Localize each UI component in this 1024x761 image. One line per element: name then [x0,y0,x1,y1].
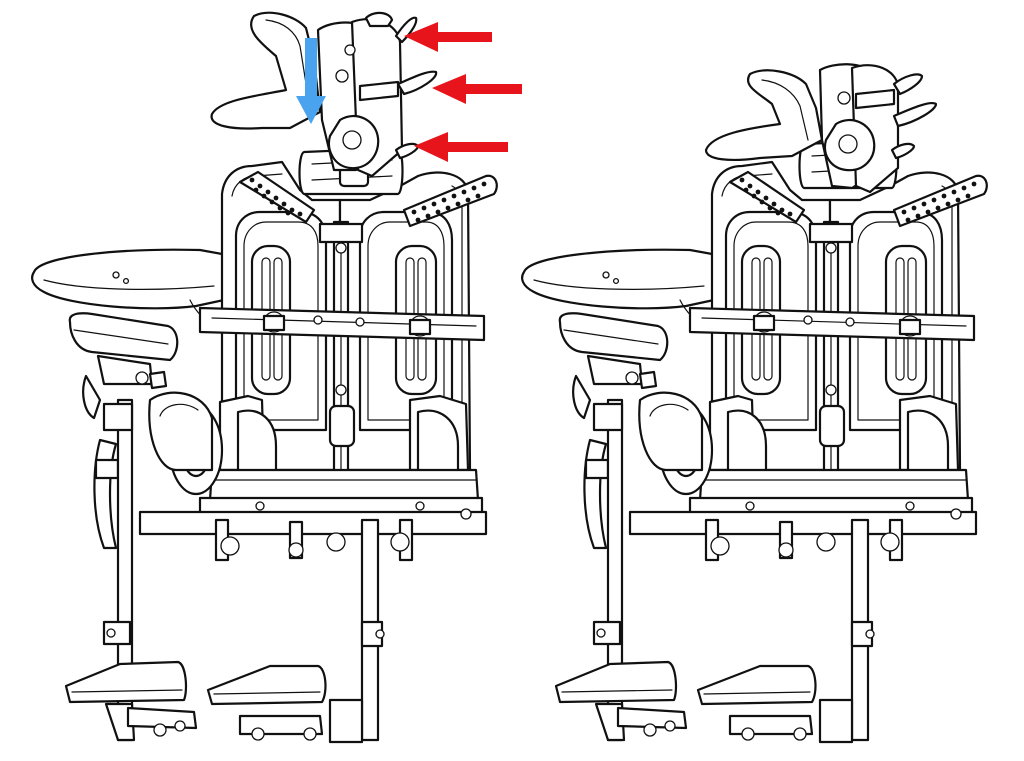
seating-system-drawing [31,160,498,744]
panel-after [521,63,988,744]
headrest [210,11,438,178]
headrest [704,63,938,194]
red-left-arrow-middle [432,74,522,104]
blue-down-arrow [296,38,326,124]
seating-system-drawing [521,160,988,744]
red-left-arrow-bottom [414,132,508,162]
panel-before [31,11,522,744]
annotation-arrows [296,22,522,162]
red-left-arrow-top [404,22,492,52]
